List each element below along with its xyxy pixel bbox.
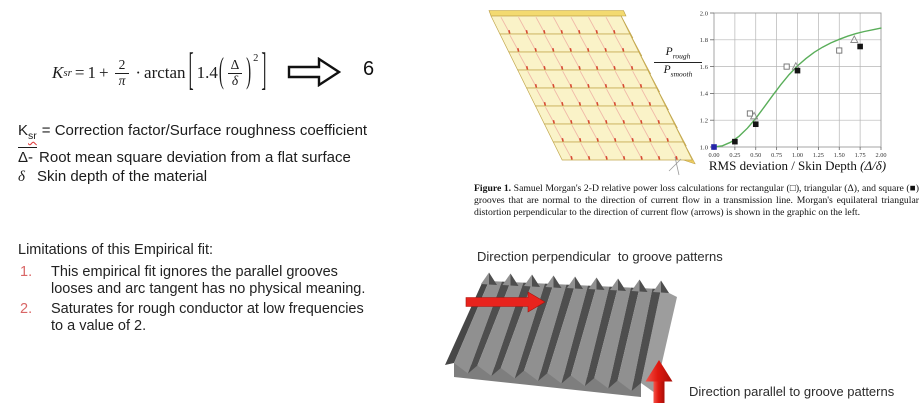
morgan-groove-graphic xyxy=(488,10,696,176)
svg-text:1.50: 1.50 xyxy=(834,152,845,159)
formula-equals: = xyxy=(74,63,85,82)
red-arrow-parallel xyxy=(645,360,673,403)
definition-skin-depth: δ Skin depth of the material xyxy=(18,168,208,185)
formula-variable: K xyxy=(52,63,64,82)
svg-text:0.25: 0.25 xyxy=(729,152,740,159)
chart-y-axis-label: Prough Psmooth xyxy=(654,46,702,79)
formula-open-bracket: [ xyxy=(188,47,194,96)
svg-text:0.75: 0.75 xyxy=(771,152,782,159)
symbol-definitions: Ksr = Correction factor/Surface roughnes… xyxy=(18,121,367,188)
label-direction-perpendicular: Direction perpendicular to groove patter… xyxy=(477,249,723,264)
svg-text:1.8: 1.8 xyxy=(700,37,709,44)
series-open-square xyxy=(746,47,843,117)
definition-delta: Δ- Root mean square deviation from a fla… xyxy=(18,148,351,166)
y-label-numerator: Prough xyxy=(665,46,691,61)
ksr-symbol: Ksr xyxy=(18,121,37,148)
svg-text:1.4: 1.4 xyxy=(700,91,709,98)
svg-text:1.00: 1.00 xyxy=(792,152,803,159)
formula-variable-sub: sr xyxy=(63,67,72,79)
limitation-item: 2. Saturates for rough conductor at low … xyxy=(20,300,364,335)
series-solid-square xyxy=(711,144,717,150)
formula-close-bracket: ] xyxy=(261,47,267,96)
red-arrow-perpendicular xyxy=(465,291,546,313)
formula-close-paren: ) xyxy=(246,52,252,91)
svg-text:0.00: 0.00 xyxy=(708,152,719,159)
definition-ksr: Ksr = Correction factor/Surface roughnes… xyxy=(18,121,367,148)
formula-plus: + xyxy=(99,63,109,82)
power-loss-chart: 1.0 1.2 1.4 1.6 1.8 2.0 0.00 0.25 0.50 0.75 1.00 1.… xyxy=(700,10,887,173)
svg-text:0.50: 0.50 xyxy=(750,152,761,159)
limitation-number: 1. xyxy=(20,263,33,280)
svg-text:2.00: 2.00 xyxy=(875,152,886,159)
formula-fraction-2pi: 2 π xyxy=(114,58,130,87)
formula-one: 1 xyxy=(87,63,97,82)
series-solid-square xyxy=(732,43,863,145)
svg-text:1.2: 1.2 xyxy=(700,118,708,125)
y-label-denominator: Psmooth xyxy=(654,61,702,79)
formula-open-paren: ( xyxy=(218,52,224,91)
equation-number: 6 xyxy=(363,58,375,80)
label-direction-parallel: Direction parallel to groove patterns xyxy=(689,384,895,399)
formula-coefficient: 1.4 xyxy=(196,63,218,82)
formula-dot: · xyxy=(135,63,142,82)
figure-caption: Figure 1. Samuel Morgan's 2-D relative p… xyxy=(474,183,919,219)
limitation-number: 2. xyxy=(20,300,33,317)
svg-text:1.6: 1.6 xyxy=(700,64,709,71)
svg-text:2.0: 2.0 xyxy=(700,10,709,17)
limitation-item: 1. This empirical fit ignores the parall… xyxy=(20,263,366,298)
limitations-heading: Limitations of this Empirical fit: xyxy=(18,242,214,258)
grooved-block-graphic xyxy=(445,272,677,397)
implies-arrow-icon xyxy=(287,57,341,87)
formula-exponent: 2 xyxy=(253,52,259,64)
chart-x-axis-label: RMS deviation / Skin Depth (Δ/δ) xyxy=(709,158,886,173)
figure-label: Figure 1. xyxy=(474,183,512,194)
svg-text:1.25: 1.25 xyxy=(813,152,824,159)
formula-arctan: arctan xyxy=(144,63,186,82)
svg-text:1.0: 1.0 xyxy=(700,144,709,151)
formula-fraction-delta: Δ δ xyxy=(227,58,243,87)
limitations-section: Limitations of this Empirical fit: 1. Th… xyxy=(18,242,383,336)
svg-text:1.75: 1.75 xyxy=(855,152,866,159)
